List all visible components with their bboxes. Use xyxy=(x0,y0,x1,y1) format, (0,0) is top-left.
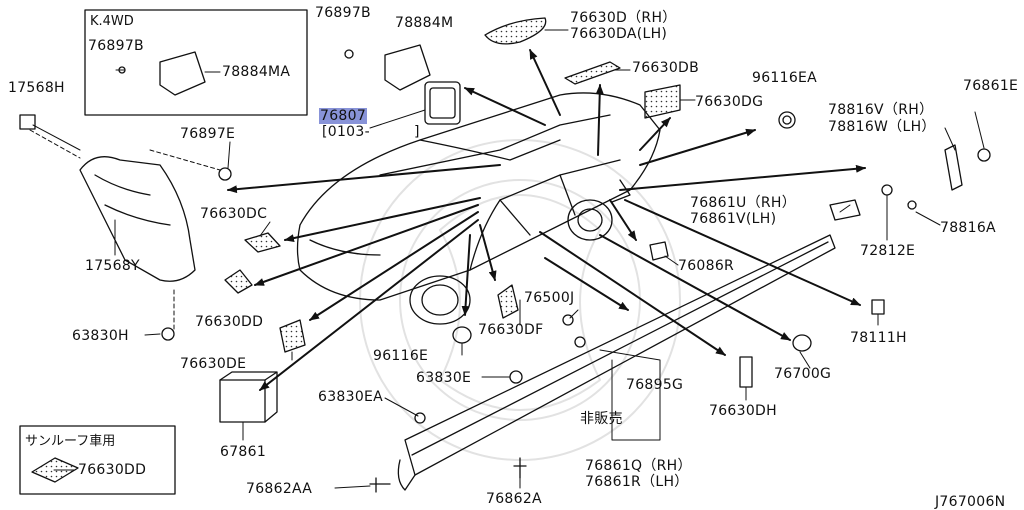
label-76630DB: 76630DB xyxy=(632,60,700,76)
part-78884MA xyxy=(159,51,206,96)
label-63830E: 63830E xyxy=(416,370,472,386)
grommet-96116EA xyxy=(778,111,796,129)
clip-17568H xyxy=(19,114,36,130)
highlight-76807: 76807 xyxy=(319,108,368,124)
clip-76861U xyxy=(829,199,861,221)
label-76897E: 76897E xyxy=(180,126,236,142)
label-76630DC: 76630DC xyxy=(200,206,268,222)
part-67861 xyxy=(219,379,266,423)
grommet-76700G xyxy=(792,334,812,352)
label-17568Y: 17568Y xyxy=(85,258,140,274)
label-76807-date: [0103- xyxy=(322,124,370,140)
pad-76630DG xyxy=(644,84,681,119)
pad-76630D xyxy=(484,17,547,45)
clip-63830EA xyxy=(414,412,426,424)
clip-63830E xyxy=(509,370,523,384)
part-76807-frame xyxy=(424,81,461,125)
part-76807-inner xyxy=(429,87,456,119)
clip-78111H xyxy=(871,299,885,315)
pad-76630DD xyxy=(224,269,253,294)
arrows xyxy=(227,49,866,391)
pad-76630DC xyxy=(244,232,281,253)
label-76630DG: 76630DG xyxy=(695,94,764,110)
label-76862AA: 76862AA xyxy=(246,481,313,497)
label-76630DA: 76630DA(LH) xyxy=(570,26,668,42)
label-76861R: 76861R（LH） xyxy=(585,474,689,490)
label-78816W: 78816W（LH） xyxy=(828,119,936,135)
label-17568H: 17568H xyxy=(8,80,65,96)
side-sill-end xyxy=(397,459,416,491)
bracket-78816V xyxy=(944,144,963,191)
inset-4wd-box xyxy=(84,9,308,116)
label-76861Q: 76861Q（RH） xyxy=(585,458,692,474)
label-96116E: 96116E xyxy=(373,348,429,364)
label-72812E: 72812E xyxy=(860,243,916,259)
clip-76861E xyxy=(977,148,991,162)
inset-4wd-title: K.4WD xyxy=(90,14,134,29)
label-63830H: 63830H xyxy=(72,328,129,344)
label-76862A: 76862A xyxy=(486,491,542,507)
mudguard-ribs xyxy=(94,174,171,226)
label-76895G: 76895G xyxy=(626,377,684,393)
pad-76630DF xyxy=(497,284,519,319)
label-78884MA: 78884MA xyxy=(222,64,291,80)
clip-76897E xyxy=(218,167,232,181)
label-76630D: 76630D（RH） xyxy=(570,10,677,26)
label-67861: 67861 xyxy=(220,444,267,460)
label-76630DD-sunroof: 76630DD xyxy=(78,462,147,478)
label-not-sold: 非販売 xyxy=(580,411,623,427)
leader-lines xyxy=(29,29,985,489)
inset-sunroof-box xyxy=(19,425,176,495)
label-76807: 76807 xyxy=(319,108,368,124)
label-76861V: 76861V(LH) xyxy=(690,211,777,227)
clip-63830H xyxy=(161,327,175,341)
inset-sunroof-title: サンルーフ車用 xyxy=(25,434,116,449)
label-76897B-4wd: 76897B xyxy=(88,38,144,54)
label-76630DF: 76630DF xyxy=(478,322,544,338)
label-76861U: 76861U（RH） xyxy=(690,195,797,211)
label-76630DD: 76630DD xyxy=(195,314,264,330)
clip-76897B xyxy=(344,49,354,59)
label-76897B: 76897B xyxy=(315,5,371,21)
part-67861-depth xyxy=(219,371,278,423)
diagram-id: J767006N xyxy=(935,494,1006,510)
label-76861E: 76861E xyxy=(963,78,1019,94)
side-sill xyxy=(404,234,836,476)
clip-76500J xyxy=(562,314,574,326)
screw-76862AA xyxy=(369,477,391,493)
label-76700G: 76700G xyxy=(774,366,832,382)
label-76630DH: 76630DH xyxy=(709,403,777,419)
label-78816V: 78816V（RH） xyxy=(828,102,934,118)
clip-76630DH xyxy=(739,356,753,388)
mudguard xyxy=(79,156,196,282)
clip-76895G xyxy=(574,336,586,348)
label-76807-date-end: ] xyxy=(414,124,420,140)
label-63830EA: 63830EA xyxy=(318,389,384,405)
part-78884M xyxy=(384,44,431,91)
side-sill-line xyxy=(411,241,829,456)
label-76630DE: 76630DE xyxy=(180,356,247,372)
screw-76862A xyxy=(513,457,527,479)
pad-76630DB xyxy=(564,61,621,85)
grommet-96116EA-hole xyxy=(782,115,792,125)
label-76086R: 76086R xyxy=(678,258,735,274)
label-78816A: 78816A xyxy=(940,220,996,236)
clip-76086R xyxy=(649,241,669,261)
label-78111H: 78111H xyxy=(850,330,907,346)
screw-78816A xyxy=(907,200,917,210)
label-78884M: 78884M xyxy=(395,15,454,31)
label-96116EA: 96116EA xyxy=(752,70,818,86)
pad-76630DE xyxy=(279,319,306,353)
clip-72812E xyxy=(881,184,893,196)
label-76500J: 76500J xyxy=(524,290,575,306)
